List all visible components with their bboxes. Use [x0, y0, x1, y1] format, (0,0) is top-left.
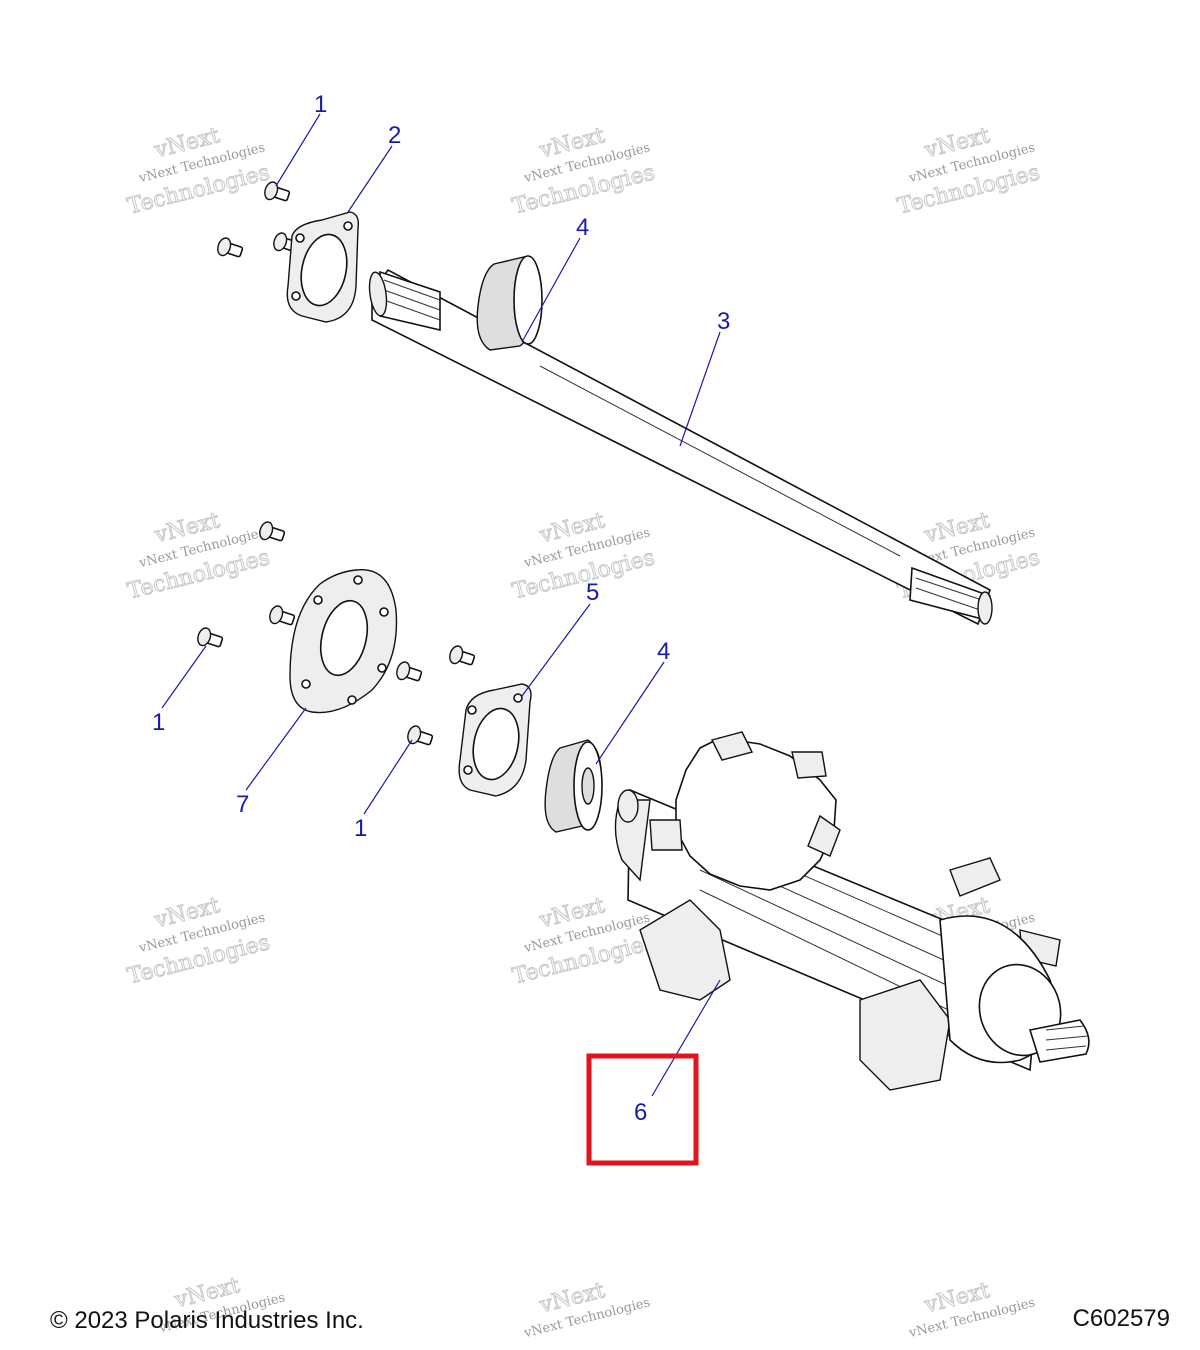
watermark: vNext vNext Technologies Technologies [510, 123, 658, 221]
callout-1[interactable]: 1 [314, 91, 327, 118]
bolt [269, 605, 296, 626]
bolt [259, 521, 286, 542]
watermark: vNext vNext Technologies Technologies [125, 893, 273, 991]
callout-7[interactable]: 7 [236, 791, 249, 818]
drive-shaft [368, 268, 993, 626]
callouts: 1 2 4 3 5 4 1 7 1 6 [152, 91, 730, 1126]
leader-line [595, 661, 665, 765]
highlight-box [586, 1053, 699, 1166]
bolt [217, 237, 244, 258]
callout-4[interactable]: 4 [657, 638, 670, 665]
bushing-lower [544, 739, 603, 833]
leader-line [275, 113, 321, 187]
bolt [449, 645, 476, 666]
callout-1[interactable]: 1 [354, 815, 367, 842]
leader-line [521, 603, 591, 697]
bolt [396, 661, 423, 682]
bearing-plate [289, 569, 398, 714]
flange-upper [286, 211, 360, 323]
watermark: vNext vNext Technologies Technologies [125, 123, 273, 221]
callout-3[interactable]: 3 [717, 308, 730, 335]
callout-4[interactable]: 4 [576, 214, 589, 241]
leader-line [521, 237, 581, 343]
leader-lines [161, 113, 721, 1097]
leader-line [347, 145, 393, 213]
bolt [264, 181, 291, 202]
watermarks: vNext vNext Technologies Technologies vN… [125, 123, 1043, 1342]
callout-2[interactable]: 2 [388, 122, 401, 149]
watermark: vNext vNext Technologies Technologies [510, 508, 658, 606]
leader-line [245, 707, 307, 791]
leader-line [363, 739, 413, 815]
callout-1[interactable]: 1 [152, 709, 165, 736]
bushing-upper [476, 255, 543, 351]
copyright-text: © 2023 Polaris Industries Inc. [50, 1307, 364, 1334]
leader-line [651, 979, 721, 1097]
sprocket-axle-assembly [614, 731, 1090, 1091]
watermark: vNext vNext Technologies [522, 1278, 652, 1342]
bolt [407, 725, 434, 746]
watermark: vNext vNext Technologies Technologies [895, 123, 1043, 221]
leader-line [679, 331, 721, 447]
watermark: vNext vNext Technologies [907, 1278, 1037, 1342]
figure-id: C602579 [1072, 1305, 1170, 1332]
callout-5[interactable]: 5 [586, 579, 599, 606]
watermark: vNext vNext Technologies Technologies [125, 508, 273, 606]
flange-lower [458, 683, 532, 797]
leader-line [161, 645, 207, 709]
bolt [197, 627, 224, 648]
callout-6[interactable]: 6 [634, 1099, 647, 1126]
